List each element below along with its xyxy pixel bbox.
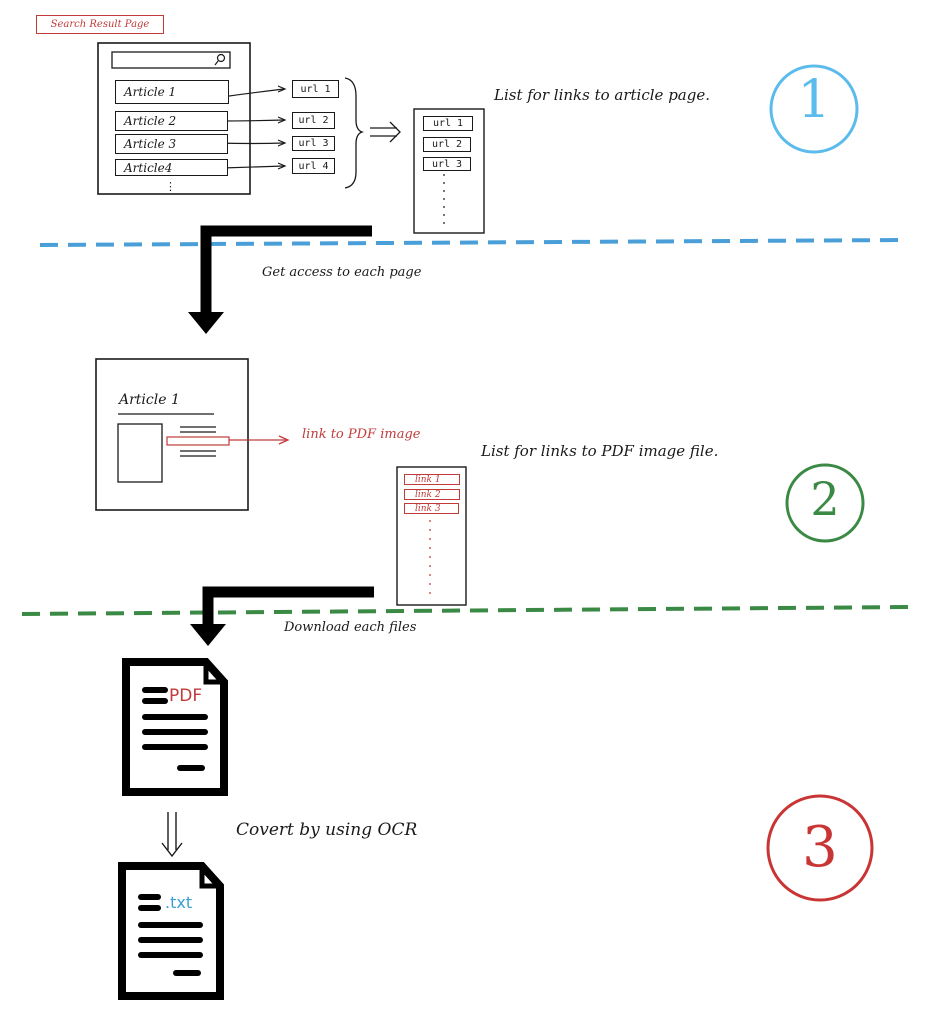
url-list-caption: List for links to article page. <box>494 86 710 104</box>
article-item: Article 1 <box>115 80 229 104</box>
step2-number: 2 <box>810 472 840 526</box>
step1-number: 1 <box>797 70 831 130</box>
search-page-frame <box>97 42 251 195</box>
list-url-item: url 2 <box>423 137 471 152</box>
article-image-placeholder <box>117 423 163 483</box>
pdf-document-icon <box>122 658 228 796</box>
article-item: Article 3 <box>115 134 228 154</box>
search-icon <box>216 53 226 63</box>
implies-arrow-icon <box>370 121 401 143</box>
url-item: url 2 <box>292 112 335 129</box>
brace-icon <box>344 77 365 189</box>
article-page-frame <box>95 358 249 511</box>
url-item: url 3 <box>292 136 335 151</box>
stage1-divider <box>39 238 906 247</box>
list-url-item: url 1 <box>423 116 473 131</box>
convert-down-arrow-icon <box>161 812 183 858</box>
list-pdf-link-item: link 2 <box>404 489 460 500</box>
ocr-convert-label: Covert by using OCR <box>236 820 418 840</box>
pdf-list-caption: List for links to PDF image file. <box>481 442 719 460</box>
txt-document-icon <box>118 862 224 1000</box>
list-pdf-link-item: link 1 <box>404 474 460 485</box>
download-arrow-icon <box>202 586 374 628</box>
article-item: Article 2 <box>115 111 228 131</box>
more-articles-dots: ⋮ <box>165 180 176 193</box>
url-item: url 4 <box>292 158 335 174</box>
step3-number: 3 <box>802 815 838 880</box>
step1-circle <box>769 64 859 154</box>
search-bar <box>111 51 231 69</box>
pdf-link-label: link to PDF image <box>302 427 421 442</box>
txt-tag: .txt <box>165 893 193 912</box>
pdf-link-list-panel <box>396 466 467 606</box>
download-label: Download each files <box>284 620 417 635</box>
search-result-page-title: Search Result Page <box>36 15 164 34</box>
article-page-title: Article 1 <box>119 392 180 408</box>
list-url-item: url 3 <box>423 157 471 171</box>
pdf-tag: PDF <box>169 686 203 706</box>
step2-circle <box>785 463 865 543</box>
url-list-panel <box>413 108 485 234</box>
pdf-link-highlight <box>166 436 230 446</box>
step3-circle <box>766 794 874 902</box>
list-pdf-link-item: link 3 <box>404 503 459 514</box>
url-item: url 1 <box>292 80 339 98</box>
article-item: Article4 <box>115 159 228 176</box>
stage2-divider <box>21 605 913 616</box>
get-access-label: Get access to each page <box>262 265 422 280</box>
get-access-arrow-icon <box>200 225 372 318</box>
